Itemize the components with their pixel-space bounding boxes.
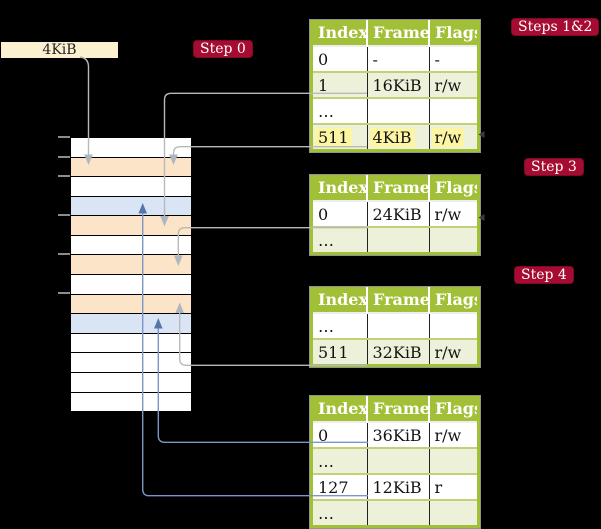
memory-row-5	[71, 234, 191, 255]
memory-row-12	[71, 371, 191, 392]
table-cell: r/w	[429, 123, 477, 149]
table-cell: r/w	[429, 200, 477, 227]
table-cell	[367, 97, 430, 124]
table-cell: 511	[313, 123, 368, 149]
memory-row-2	[71, 176, 191, 196]
table-cell	[429, 447, 477, 474]
table-cell: 127	[313, 473, 368, 500]
table-row: …	[313, 499, 477, 525]
memory-row-7	[71, 274, 191, 294]
memory-address-tick	[58, 175, 70, 177]
column-header-flags: Flags	[429, 287, 477, 313]
table-cell: r/w	[429, 71, 477, 98]
table-cell: 12KiB	[367, 473, 430, 500]
memory-address-tick	[58, 136, 70, 138]
table-cell	[429, 499, 477, 525]
table-row: …	[313, 97, 477, 124]
table-row: 0--	[313, 45, 477, 72]
table-cell	[429, 312, 477, 339]
table-cell: 0	[313, 45, 368, 72]
memory-row-6-frame-peach	[71, 254, 191, 275]
column-header-frame: Frame	[367, 396, 430, 422]
table-row: 511 4KiB r/w	[313, 123, 477, 149]
table-cell: -	[429, 45, 477, 72]
column-header-frame: Frame	[367, 287, 430, 313]
table-cell: …	[313, 226, 368, 252]
memory-row-1-frame-peach	[71, 156, 191, 177]
table-cell: 24KiB	[367, 200, 430, 227]
memory-row-13	[71, 391, 191, 412]
badge-step-0: Step 0	[193, 40, 253, 58]
memory-row-9-frame-blue	[71, 313, 191, 333]
column-header-index: Index	[313, 287, 368, 313]
table-cell: r/w	[429, 338, 477, 364]
table-cell: 36KiB	[367, 421, 430, 448]
badge-step-3: Step 3	[524, 158, 584, 176]
table-cell: 1	[313, 71, 368, 98]
memory-row-10	[71, 332, 191, 353]
memory-row-4-frame-peach	[71, 215, 191, 235]
column-header-flags: Flags	[429, 20, 477, 46]
memory-address-tick	[58, 155, 70, 158]
badge-steps-1-2: Steps 1&2	[511, 18, 600, 36]
table-cell	[367, 312, 430, 339]
table-cell	[429, 226, 477, 252]
memory-address-tick	[58, 292, 70, 294]
table-cell	[367, 499, 430, 525]
memory-column	[70, 137, 192, 412]
table-row: …	[313, 312, 477, 339]
memory-row-0	[71, 138, 191, 157]
table-cell: r	[429, 473, 477, 500]
table-cell: …	[313, 499, 368, 525]
highlighted-value: r/w	[431, 127, 465, 147]
table-cell: r/w	[429, 421, 477, 448]
column-header-flags: Flags	[429, 175, 477, 201]
table-cell: 4KiB	[367, 123, 430, 149]
table-cell: …	[313, 97, 368, 124]
highlighted-value: 4KiB	[369, 127, 415, 147]
frame-size-label: 4KiB	[1, 42, 118, 58]
highlighted-value: 511	[315, 127, 352, 147]
table-row: …	[313, 226, 477, 252]
table-step-4b: IndexFrameFlags036KiBr/w…12712KiBr…	[309, 395, 481, 529]
badge-step-4: Step 4	[514, 266, 574, 284]
table-cell: 32KiB	[367, 338, 430, 364]
table-cell: 511	[313, 338, 368, 364]
column-header-index: Index	[313, 20, 368, 46]
column-header-frame: Frame	[367, 175, 430, 201]
column-header-flags: Flags	[429, 396, 477, 422]
column-header-index: Index	[313, 396, 368, 422]
table-step-3: IndexFrameFlags024KiBr/w…	[309, 174, 481, 256]
table-cell: 0	[313, 200, 368, 227]
column-header-index: Index	[313, 175, 368, 201]
memory-row-8-frame-peach	[71, 293, 191, 314]
table-cell: -	[367, 45, 430, 72]
table-cell	[367, 226, 430, 252]
table-cell	[367, 447, 430, 474]
column-header-frame: Frame	[367, 20, 430, 46]
memory-row-3-frame-blue	[71, 195, 191, 216]
table-cell: …	[313, 312, 368, 339]
table-cell	[429, 97, 477, 124]
table-row: …	[313, 447, 477, 474]
memory-row-11	[71, 352, 191, 372]
memory-address-tick	[58, 214, 70, 216]
table-cell: 0	[313, 421, 368, 448]
table-cell: …	[313, 447, 368, 474]
table-cell: 16KiB	[367, 71, 430, 98]
memory-address-tick	[58, 253, 70, 255]
